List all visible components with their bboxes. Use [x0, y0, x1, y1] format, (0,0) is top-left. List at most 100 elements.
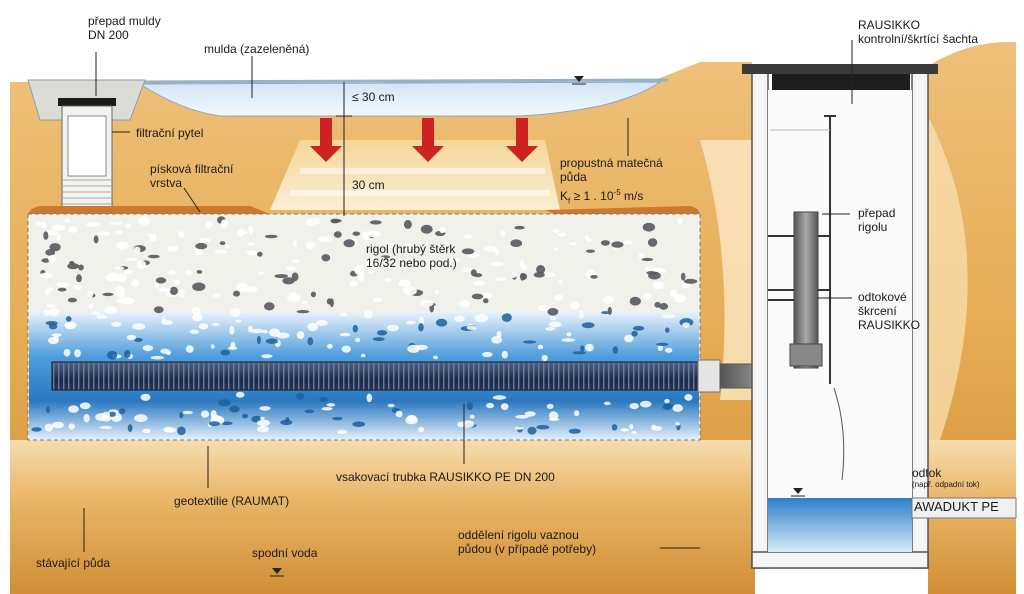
kf-exponent: -5	[613, 188, 621, 197]
gravel-pebble	[552, 228, 560, 233]
kf-symbol: K	[560, 189, 569, 203]
gravel-pebble	[200, 410, 210, 418]
gravel-pebble	[296, 331, 305, 340]
gravel-pebble	[474, 313, 489, 323]
gravel-pebble	[258, 271, 265, 275]
gravel-pebble	[677, 217, 683, 225]
gravel-pebble	[501, 350, 508, 359]
gravel-pebble	[264, 234, 278, 239]
gravel-pebble	[461, 248, 475, 255]
gravel-pebble	[367, 230, 381, 238]
gravel-pebble	[569, 242, 577, 246]
gravel-pebble	[47, 308, 60, 317]
gravel-pebble	[496, 277, 506, 281]
label-depth: 30 cm	[352, 178, 385, 192]
soil-glow-right	[928, 120, 968, 440]
gravel-pebble	[546, 403, 554, 409]
gravel-pebble	[78, 264, 84, 271]
gravel-pebble	[45, 406, 51, 414]
gravel-pebble	[387, 324, 399, 332]
gravel-pebble	[40, 221, 47, 229]
awadukt-pipe	[911, 497, 1017, 519]
gravel-pebble	[99, 426, 112, 429]
gravel-pebble	[189, 329, 199, 334]
gravel-pebble	[147, 254, 160, 259]
gravel-pebble	[418, 426, 424, 433]
label-permeability: Kf ≥ 1 . 10-5 m/s	[560, 186, 643, 208]
gravel-pebble	[48, 254, 56, 264]
gravel-pebble	[86, 221, 101, 227]
gravel-pebble	[366, 393, 373, 403]
label-awadukt: AWADUKT PE	[914, 499, 999, 514]
gravel-pebble	[120, 297, 134, 305]
gravel-pebble	[68, 405, 79, 413]
gravel-pebble	[665, 347, 673, 353]
gravel-pebble	[46, 230, 58, 236]
gravel-pebble	[360, 353, 366, 358]
gravel-pebble	[155, 277, 167, 284]
gravel-pebble	[620, 428, 629, 432]
gravel-pebble	[481, 351, 493, 358]
kf-subscript: f	[568, 196, 571, 206]
gravel-pebble	[491, 262, 504, 266]
gravel-pebble	[230, 308, 241, 317]
gravel-pebble	[179, 411, 184, 419]
gravel-pebble	[659, 303, 669, 310]
gravel-pebble	[566, 332, 572, 337]
gravel-pebble	[458, 300, 471, 308]
gravel-pebble	[212, 322, 220, 327]
gravel-pebble	[304, 409, 315, 414]
gravel-pebble	[315, 320, 328, 326]
gravel-pebble	[178, 231, 185, 238]
label-geotextilie: geotextilie (RAUMAT)	[174, 494, 290, 508]
gravel-pebble	[97, 231, 110, 236]
gravel-pebble	[642, 222, 656, 232]
gravel-pebble	[116, 241, 129, 250]
gravel-pebble	[332, 416, 343, 421]
gravel-pebble	[285, 417, 290, 423]
filter-bag	[67, 115, 107, 177]
gravel-pebble	[192, 313, 203, 322]
gravel-pebble	[224, 244, 230, 249]
gravel-pebble	[524, 411, 536, 417]
gravel-pebble	[154, 281, 160, 289]
gravel-pebble	[674, 294, 686, 303]
gravel-pebble	[306, 243, 313, 250]
gravel-pebble	[572, 351, 586, 355]
gravel-pebble	[501, 313, 512, 322]
gravel-pebble	[282, 277, 295, 285]
gravel-pebble	[280, 419, 293, 426]
gravel-pebble	[419, 316, 425, 325]
gravel-pebble	[192, 282, 206, 292]
gravel-pebble	[137, 260, 147, 270]
gravel-pebble	[548, 417, 560, 421]
gravel-pebble	[680, 272, 686, 281]
gravel-pebble	[168, 270, 177, 276]
gravel-pebble	[310, 291, 316, 298]
gravel-pebble	[124, 350, 131, 359]
gravel-pebble	[466, 325, 477, 330]
gravel-pebble	[329, 298, 334, 308]
gravel-pebble	[287, 293, 301, 302]
gravel-pebble	[638, 252, 645, 259]
label-mulda: mulda (zazeleněná)	[204, 42, 310, 56]
label-rausikko-sachta: RAUSIKKO kontrolní/škrtící šachta	[858, 18, 979, 46]
gravel-pebble	[45, 249, 56, 256]
gravel-pebble	[339, 312, 348, 317]
gravel-pebble	[569, 301, 580, 310]
gravel-pebble	[355, 337, 361, 343]
gravel-pebble	[51, 421, 64, 429]
gravel-pebble	[114, 266, 125, 270]
gravel-pebble	[177, 426, 186, 436]
gravel-pebble	[68, 423, 75, 430]
gravel-pebble	[651, 268, 664, 272]
gravel-pebble	[500, 403, 509, 411]
gravel-pebble	[102, 411, 111, 418]
gravel-pebble	[426, 262, 435, 270]
gravel-pebble	[354, 268, 365, 275]
gravel-pebble	[169, 286, 178, 296]
label-rigol: rigol (hrubý štěrk 16/32 nebo pod.)	[366, 242, 457, 270]
gravel-pebble	[319, 396, 328, 403]
gravel-pebble	[547, 308, 559, 316]
gravel-pebble	[664, 399, 670, 404]
